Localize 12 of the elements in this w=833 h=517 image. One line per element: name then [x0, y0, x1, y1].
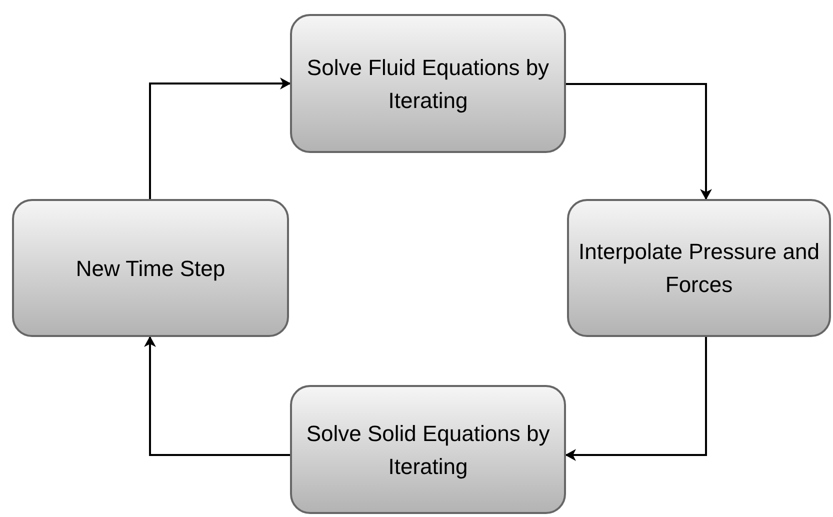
arrow: [565, 337, 707, 461]
process-box: [290, 385, 566, 514]
process-box: [567, 199, 831, 337]
process-box: [12, 199, 289, 337]
process-box: [290, 14, 566, 153]
box-label: Solve Fluid Equations by Iterating: [306, 54, 550, 115]
arrow: [149, 78, 291, 199]
arrow: [144, 336, 290, 456]
box-label: New Time Step: [76, 254, 226, 283]
box-label: Interpolate Pressure and Forces: [578, 238, 820, 299]
arrow: [566, 83, 712, 200]
box-label: Solve Solid Equations by Iterating: [305, 420, 551, 481]
